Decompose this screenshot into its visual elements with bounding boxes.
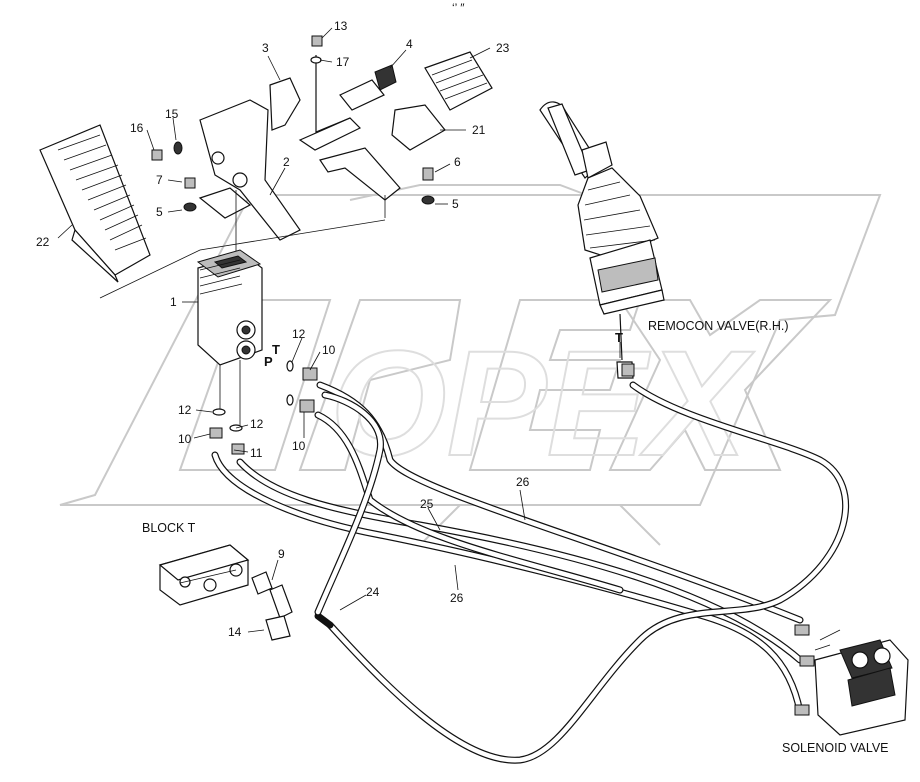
callout-leaders (57, 27, 621, 633)
callout-11: 11 (250, 446, 263, 460)
right-pedal-23 (424, 51, 493, 111)
callout-16: 16 (130, 121, 144, 135)
hardware-bolts (151, 35, 435, 212)
callout-5a: 5 (156, 205, 163, 219)
callout-17: 17 (336, 55, 350, 69)
callout-10c: 10 (292, 439, 306, 453)
callout-12b: 12 (250, 417, 264, 431)
remocon-valve-joystick (539, 101, 665, 379)
solenoid-valve-body (794, 624, 909, 736)
callout-26b: 26 (450, 591, 464, 605)
remocon-valve-4 (315, 55, 397, 133)
callout-1: 1 (170, 295, 177, 309)
port-label-t-remocon: T (615, 330, 623, 345)
hose-lines (211, 381, 850, 764)
callout-7: 7 (156, 173, 163, 187)
solenoid-valve-caption: SOLENOID VALVE (782, 741, 889, 755)
linkage-lines (99, 190, 386, 299)
callout-26a: 26 (516, 475, 530, 489)
callout-9: 9 (278, 547, 285, 561)
callout-14: 14 (228, 625, 242, 639)
callout-25: 25 (420, 497, 434, 511)
block-t-caption: BLOCK T (142, 521, 196, 535)
callout-10b: 10 (322, 343, 336, 357)
callout-12c: 12 (292, 327, 306, 341)
callout-3: 3 (262, 41, 269, 55)
callout-5b: 5 (452, 197, 459, 211)
callout-6: 6 (454, 155, 461, 169)
watermark-text: OPEX (330, 319, 755, 487)
callout-24: 24 (366, 585, 380, 599)
callout-21: 21 (472, 123, 486, 137)
port-label-p: P (264, 354, 273, 369)
port-label-t-valve: T (272, 342, 280, 357)
callout-12a: 12 (178, 403, 192, 417)
callout-4: 4 (406, 37, 413, 51)
pedal-brackets (198, 77, 301, 241)
callout-numbers: 1 2 3 4 5 5 6 7 9 10 10 10 11 12 12 12 1… (36, 19, 530, 639)
block-t (158, 544, 250, 606)
callout-15: 15 (165, 107, 179, 121)
callout-23: 23 (496, 41, 510, 55)
fittings (209, 360, 635, 455)
header-mark: ‘’ ″ (452, 1, 465, 15)
left-pedal-22 (39, 124, 151, 283)
remocon-valve-caption: REMOCON VALVE(R.H.) (648, 319, 789, 333)
callout-22: 22 (36, 235, 50, 249)
callout-10a: 10 (178, 432, 192, 446)
callout-2: 2 (283, 155, 290, 169)
fitting-9-14 (251, 571, 293, 641)
valve-body-1 (196, 249, 263, 425)
callout-13: 13 (334, 19, 348, 33)
